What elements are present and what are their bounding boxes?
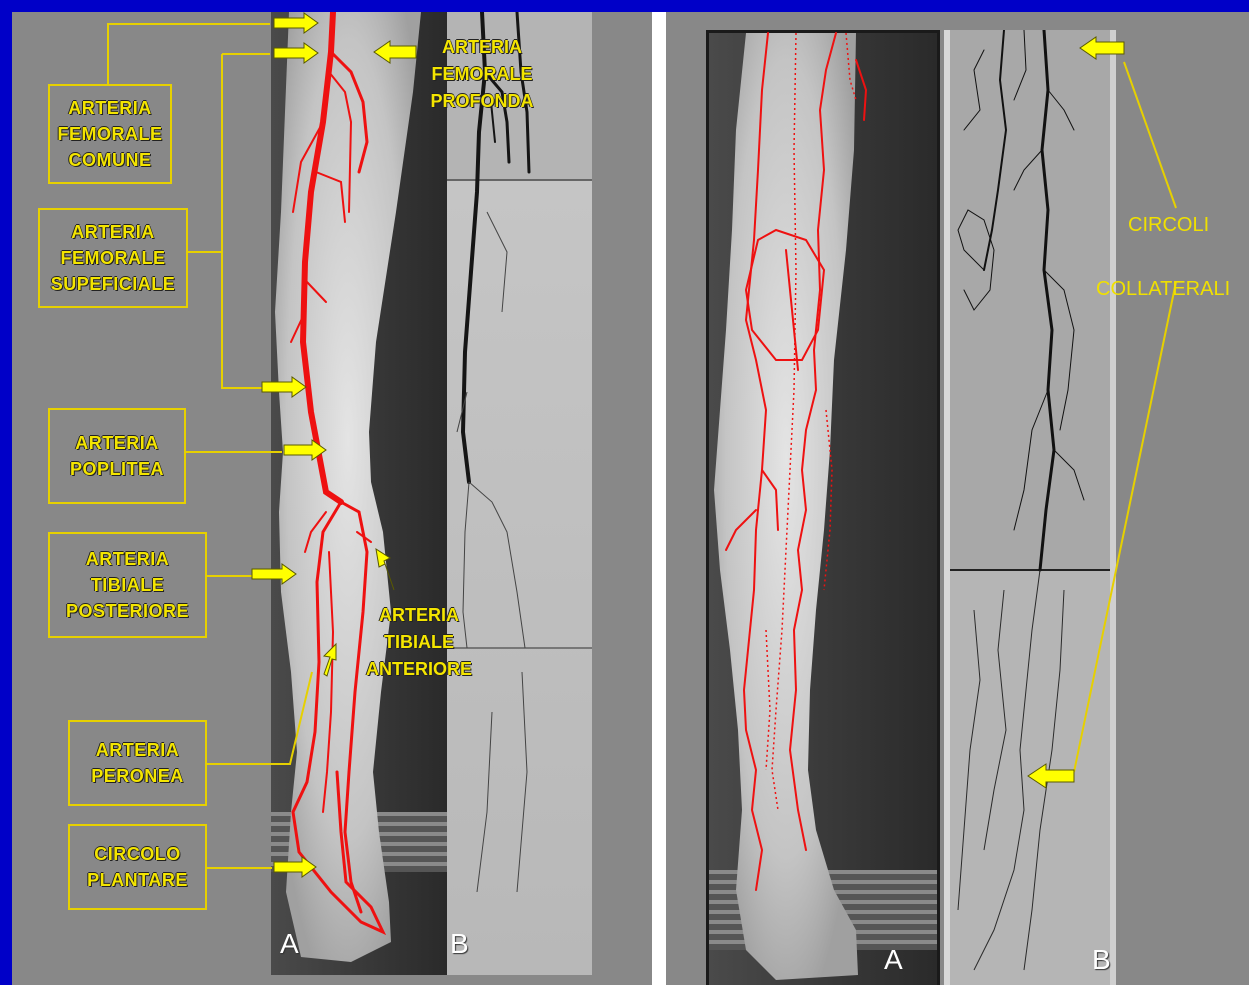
label-femorale-superficiale: ARTERIA FEMORALE SUPEFICIALE (38, 208, 188, 308)
label-femorale-comune: ARTERIA FEMORALE COMUNE (48, 84, 172, 184)
label-poplitea: ARTERIA POPLITEA (48, 408, 186, 504)
label-tibiale-posteriore: ARTERIA TIBIALE POSTERIORE (48, 532, 207, 638)
label-collaterali: COLLATERALI (1096, 278, 1230, 301)
yellow-arrow-icon (1028, 37, 1124, 788)
right-annotations (666, 12, 1249, 985)
right-panel: CIRCOLI COLLATERALI A B (666, 12, 1249, 985)
label-femorale-profonda: ARTERIA FEMORALE PROFONDA (422, 34, 542, 115)
letter-b-right: B (1092, 944, 1111, 976)
panel-separator (652, 12, 666, 985)
yellow-arrow-icon (252, 13, 416, 877)
label-tibiale-anteriore: ARTERIA TIBIALE ANTERIORE (358, 602, 480, 683)
left-panel: ARTERIA FEMORALE COMUNE ARTERIA FEMORALE… (12, 12, 652, 985)
letter-a-left: A (280, 928, 299, 960)
letter-a-right: A (884, 944, 903, 976)
label-circolo-plantare: CIRCOLO PLANTARE (68, 824, 207, 910)
label-circoli: CIRCOLI (1128, 214, 1209, 237)
label-peronea: ARTERIA PERONEA (68, 720, 207, 806)
letter-b-left: B (450, 928, 469, 960)
